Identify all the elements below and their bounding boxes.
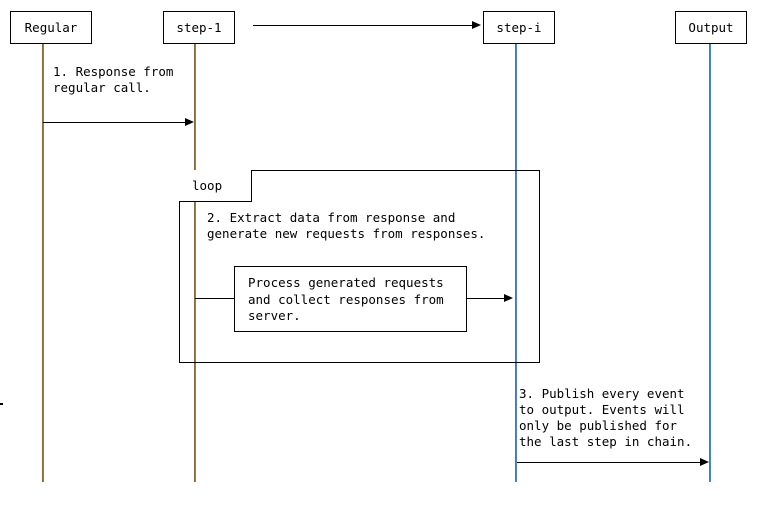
lifeline-regular <box>42 44 44 482</box>
lifeline-step-i <box>515 44 517 482</box>
message-line-2-left <box>195 298 235 299</box>
participant-box-step-1[interactable]: step-1 <box>163 11 235 44</box>
participant-box-regular[interactable]: Regular <box>10 11 92 44</box>
chain-arrow-line <box>253 25 473 26</box>
message-line-2-right <box>467 298 505 299</box>
loop-fragment-operator-label: loop <box>192 178 223 193</box>
message-label-1: 1. Response from regular call. <box>53 64 174 95</box>
participant-label-step-1: step-1 <box>176 20 222 35</box>
chain-arrow-head <box>472 21 481 29</box>
participant-label-output: Output <box>688 20 734 35</box>
lifeline-step-1 <box>194 44 196 482</box>
message-line-3 <box>517 462 701 463</box>
loop-fragment-operator-tab: loop <box>179 170 252 202</box>
message-arrowhead-1 <box>185 118 194 126</box>
edge-artifact <box>0 403 3 405</box>
participant-box-output[interactable]: Output <box>675 11 747 44</box>
message-arrowhead-3 <box>700 458 709 466</box>
process-note-text: Process generated requests and collect r… <box>248 275 444 323</box>
loop-fragment <box>179 170 540 363</box>
participant-label-step-i: step-i <box>496 20 542 35</box>
message-label-3: 3. Publish every event to output. Events… <box>519 386 693 449</box>
message-arrowhead-2 <box>504 294 513 302</box>
participant-label-regular: Regular <box>24 20 78 35</box>
message-label-2: 2. Extract data from response and genera… <box>207 210 486 241</box>
process-note-box: Process generated requests and collect r… <box>234 266 467 332</box>
message-line-1 <box>43 122 186 123</box>
lifeline-output <box>709 44 711 482</box>
participant-box-step-i[interactable]: step-i <box>483 11 555 44</box>
